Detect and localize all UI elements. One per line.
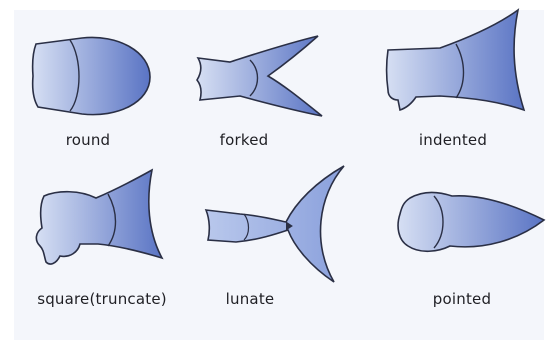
pointed-tail-shape	[398, 193, 544, 252]
indented-tail-shape	[387, 10, 525, 110]
round-tail-shape	[33, 37, 150, 114]
square-tail-shape	[36, 170, 162, 264]
forked-tail-shape	[197, 36, 322, 116]
label-indented: indented	[419, 131, 487, 149]
label-lunate: lunate	[226, 290, 275, 308]
label-forked: forked	[220, 131, 269, 149]
lunate-tail-shape	[206, 166, 344, 282]
label-square-truncate: square(truncate)	[37, 290, 167, 308]
label-pointed: pointed	[433, 290, 491, 308]
label-round: round	[66, 131, 111, 149]
